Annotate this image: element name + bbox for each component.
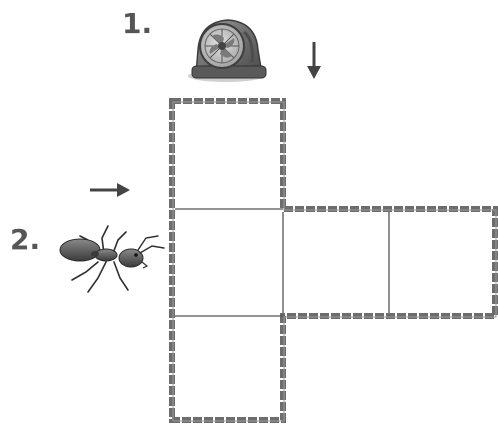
arrow-down-icon — [307, 42, 321, 79]
arrow-right-icon — [90, 183, 130, 197]
fan-icon — [188, 19, 267, 82]
step-1-label: 1. — [122, 7, 153, 40]
maze — [169, 98, 498, 423]
ant-icon — [59, 225, 165, 293]
step-2-label: 2. — [10, 223, 41, 256]
